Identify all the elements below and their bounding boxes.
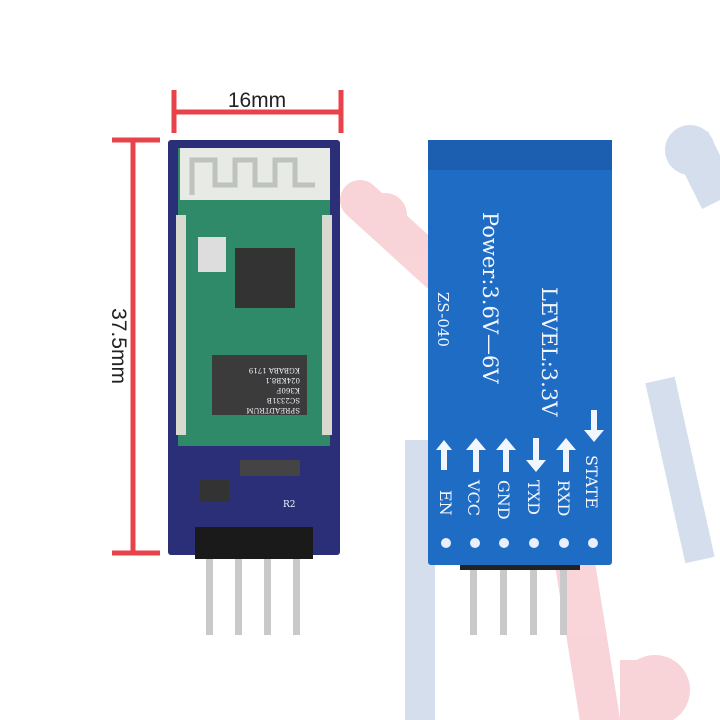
r2-label: R2	[283, 500, 296, 510]
arrow-up-icon	[436, 440, 452, 470]
arrow-down-icon	[584, 410, 604, 442]
height-label: 37.5mm	[107, 308, 130, 384]
level-text: LEVEL:3.3V	[537, 287, 561, 417]
pin-label-state: STATE	[582, 455, 601, 509]
height-dimension	[112, 137, 160, 556]
arrow-up-icon	[466, 438, 486, 472]
arrow-up-icon	[496, 438, 516, 472]
arrow-up-icon	[556, 438, 576, 472]
arrow-down-icon	[526, 438, 546, 472]
svg-text:SC2331B: SC2331B	[267, 396, 300, 404]
left-bluetooth-module: SPREADTRUM SC2331B K360F 024KB8.1 KGBABA…	[168, 140, 340, 635]
svg-text:K360F: K360F	[276, 386, 300, 394]
svg-text:KGBABA 1719: KGBABA 1719	[249, 366, 300, 374]
svg-text:SPREADTRUM: SPREADTRUM	[246, 406, 300, 414]
header-pins-right	[470, 565, 567, 635]
pin-label-gnd: GND	[494, 480, 513, 520]
pin-arrows	[436, 410, 604, 472]
header-pins-left	[206, 555, 300, 635]
pin-label-txd: TXD	[524, 480, 543, 515]
pin-labels: EN VCC GND TXD RXD STATE	[436, 455, 601, 520]
right-bluetooth-module: Power:3.6V—6V LEVEL:3.3V ZS-040 EN VCC G…	[428, 140, 612, 635]
width-dimension	[171, 90, 344, 133]
pin-label-rxd: RXD	[554, 480, 573, 516]
chip-markings: SPREADTRUM SC2331B K360F 024KB8.1 KGBABA…	[246, 366, 300, 414]
width-label: 16mm	[228, 89, 286, 112]
model-text: ZS-040	[434, 292, 452, 347]
power-text: Power:3.6V—6V	[478, 212, 502, 384]
svg-text:024KB8.1: 024KB8.1	[265, 376, 300, 384]
pin-label-en: EN	[436, 490, 455, 516]
pin-label-vcc: VCC	[464, 479, 483, 516]
